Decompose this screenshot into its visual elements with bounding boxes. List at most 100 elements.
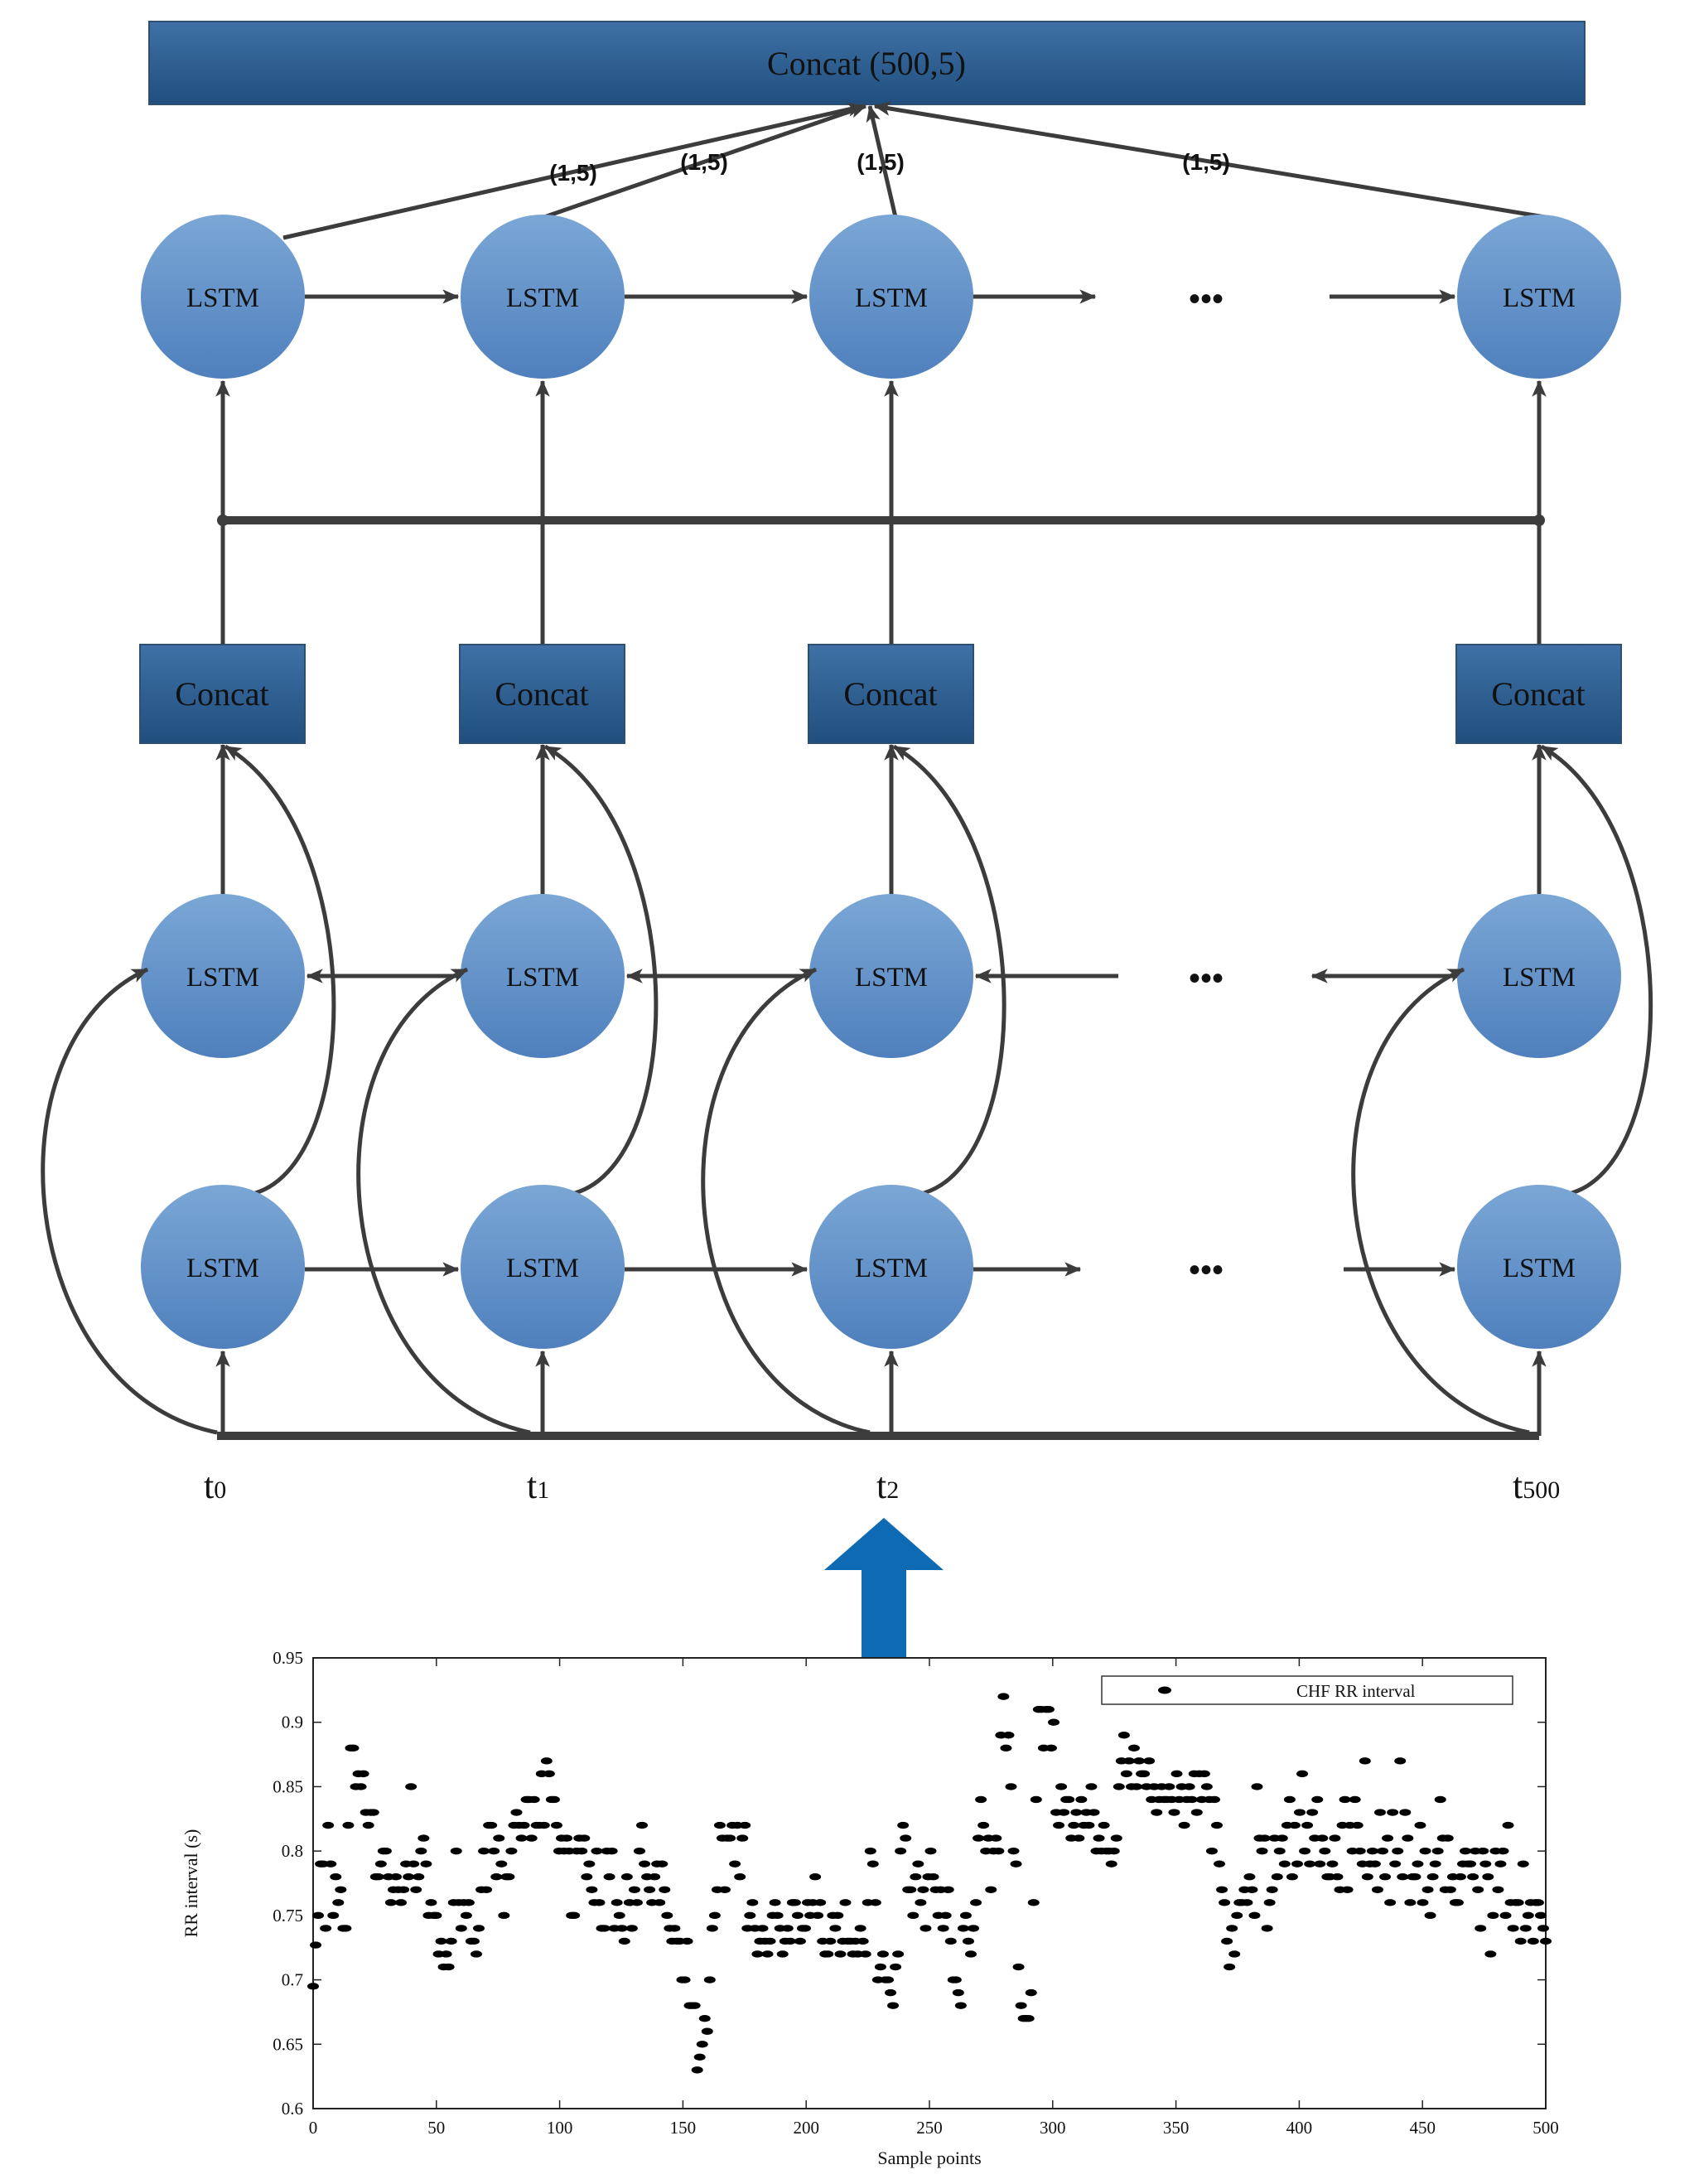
data-point: [854, 1925, 866, 1932]
data-point: [1010, 1860, 1022, 1868]
data-point: [593, 1899, 606, 1906]
data-point: [1482, 1873, 1494, 1881]
lstm-label: LSTM: [506, 283, 579, 313]
data-point: [1537, 1925, 1549, 1932]
data-point: [1397, 1873, 1409, 1881]
legend: CHF RR interval: [1101, 1675, 1513, 1705]
data-point: [713, 1821, 726, 1829]
data-point: [408, 1860, 420, 1868]
data-point: [1467, 1873, 1479, 1881]
data-point: [1278, 1860, 1291, 1868]
x-tick-label: 0: [309, 2118, 318, 2138]
data-point: [1373, 1809, 1386, 1816]
data-point: [1221, 1937, 1233, 1945]
data-point: [1329, 1834, 1341, 1842]
data-point: [1454, 1873, 1466, 1881]
data-point: [340, 1925, 352, 1932]
data-point: [1517, 1860, 1529, 1868]
data-point: [1361, 1873, 1373, 1881]
data-point: [1387, 1809, 1399, 1816]
data-point: [630, 1899, 643, 1906]
data-point: [1417, 1899, 1429, 1906]
data-point: [540, 1757, 553, 1765]
lstm-node: [141, 894, 305, 1058]
data-point: [1429, 1860, 1441, 1868]
data-point: [1316, 1834, 1329, 1842]
data-point: [985, 1886, 997, 1893]
data-point: [1127, 1744, 1140, 1752]
legend-marker: [1158, 1686, 1171, 1694]
data-point: [1219, 1899, 1231, 1906]
data-point: [1451, 1899, 1464, 1906]
data-point: [1055, 1783, 1068, 1790]
data-point: [1465, 1860, 1477, 1868]
data-point: [1394, 1757, 1407, 1765]
data-point: [1068, 1821, 1080, 1829]
data-point: [1246, 1886, 1258, 1893]
lstm-label: LSTM: [186, 963, 259, 993]
data-point: [1048, 1718, 1060, 1726]
data-point: [1185, 1795, 1198, 1804]
lstm-label: LSTM: [1503, 963, 1576, 993]
data-point: [485, 1821, 498, 1829]
data-point: [656, 1860, 668, 1868]
edge-label-2: (1,5): [857, 149, 905, 175]
data-point: [618, 1937, 630, 1945]
concat-label: Concat: [1491, 675, 1585, 713]
data-point: [874, 1963, 886, 1971]
data-point: [442, 1963, 455, 1971]
data-point: [864, 1847, 876, 1855]
data-point: [1070, 1809, 1083, 1816]
data-point: [1294, 1809, 1306, 1816]
data-point: [917, 1886, 929, 1893]
data-point: [1314, 1860, 1326, 1868]
data-point: [924, 1847, 937, 1855]
y-tick-label: 0.95: [273, 1648, 303, 1668]
x-tick-label: 300: [1040, 2118, 1066, 2138]
data-point: [866, 1860, 879, 1868]
data-point: [649, 1873, 661, 1881]
data-point: [543, 1770, 555, 1778]
data-point: [1301, 1821, 1314, 1829]
data-point: [859, 1950, 871, 1958]
data-point: [962, 1937, 974, 1945]
data-point: [696, 2041, 708, 2048]
concat-label: Concat: [495, 675, 588, 713]
data-point: [992, 1847, 1005, 1855]
data-point: [1368, 1860, 1381, 1868]
data-point: [413, 1873, 425, 1881]
data-point: [912, 1860, 924, 1868]
data-point: [959, 1911, 972, 1920]
data-point: [1382, 1834, 1394, 1842]
data-point: [1484, 1950, 1497, 1958]
data-point: [462, 1899, 475, 1906]
data-point: [1261, 1925, 1273, 1932]
data-point: [450, 1847, 462, 1855]
data-point: [1228, 1950, 1241, 1958]
data-point: [977, 1821, 990, 1829]
data-point: [1494, 1860, 1507, 1868]
data-point: [905, 1886, 917, 1893]
data-point: [1073, 1834, 1085, 1842]
data-point: [1216, 1886, 1228, 1893]
data-point: [1444, 1886, 1456, 1893]
data-point: [1409, 1873, 1421, 1881]
data-point: [1392, 1847, 1404, 1855]
data-point: [1359, 1757, 1371, 1765]
data-point: [869, 1899, 881, 1906]
lstm-node: [1457, 894, 1621, 1058]
lstm-label: LSTM: [186, 283, 259, 313]
data-point: [1143, 1757, 1156, 1765]
data-point: [881, 1976, 894, 1983]
data-point: [1441, 1834, 1454, 1842]
data-point: [435, 1937, 447, 1945]
data-point: [1007, 1847, 1020, 1855]
data-point: [698, 2015, 711, 2022]
data-point: [965, 1950, 977, 1958]
data-point: [791, 1911, 804, 1920]
data-point: [403, 1873, 415, 1881]
lstm-node: [461, 894, 625, 1058]
lstm-top-500: LSTM: [1457, 215, 1621, 379]
lstm-label: LSTM: [186, 1254, 259, 1283]
